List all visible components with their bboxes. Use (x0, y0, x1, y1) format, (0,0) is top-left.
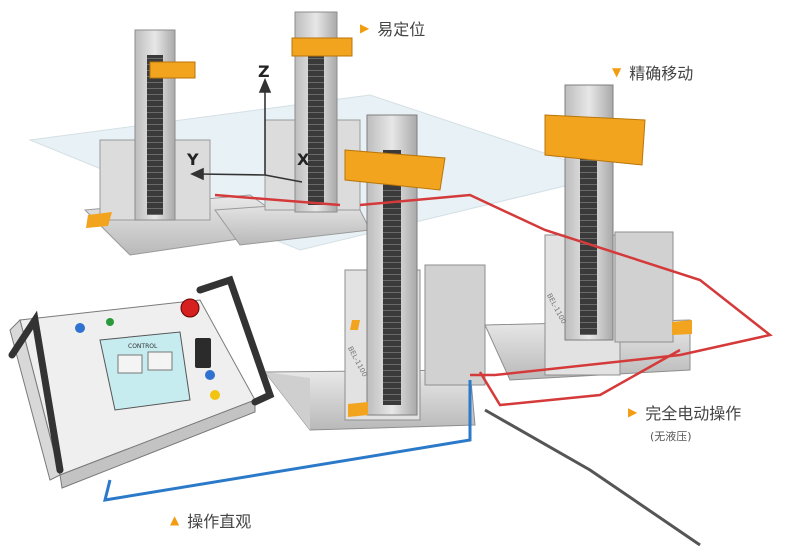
label-full-electric-text: 完全电动操作 (645, 404, 742, 423)
controller-screen-title: CONTROL (128, 343, 158, 350)
blue-cable (102, 380, 472, 502)
axis-y-label: Y (187, 150, 199, 169)
machine-back-left (83, 29, 302, 256)
label-full-electric: ▶ 完全电动操作 (628, 400, 741, 424)
triangle-down-icon: ▼ (612, 65, 622, 79)
label-no-hydraulics: (无液压) (650, 430, 692, 443)
triangle-right-icon: ▶ (360, 21, 370, 35)
axis-x-label: X (297, 150, 310, 169)
dark-cable (484, 408, 701, 547)
label-easy-positioning-text: 易定位 (377, 20, 426, 39)
label-easy-positioning: ▶ 易定位 (360, 16, 425, 40)
label-intuitive-text: 操作直观 (187, 512, 252, 531)
machine-front-right (484, 84, 692, 381)
label-precise-movement: ▼ 精确移动 (612, 60, 693, 84)
axis-z-label: Z (258, 62, 270, 81)
machine-front-left (263, 114, 486, 431)
label-intuitive: ▲ 操作直观 (170, 508, 251, 532)
axis-arrows (190, 77, 303, 183)
red-cable-2 (478, 348, 681, 407)
control-pendant (8, 275, 275, 489)
triangle-right-icon: ▶ (628, 405, 638, 419)
red-cable (214, 193, 773, 377)
triangle-up-icon: ▲ (170, 513, 180, 527)
machine-back-center (214, 11, 371, 246)
label-precise-movement-text: 精确移动 (629, 64, 694, 83)
